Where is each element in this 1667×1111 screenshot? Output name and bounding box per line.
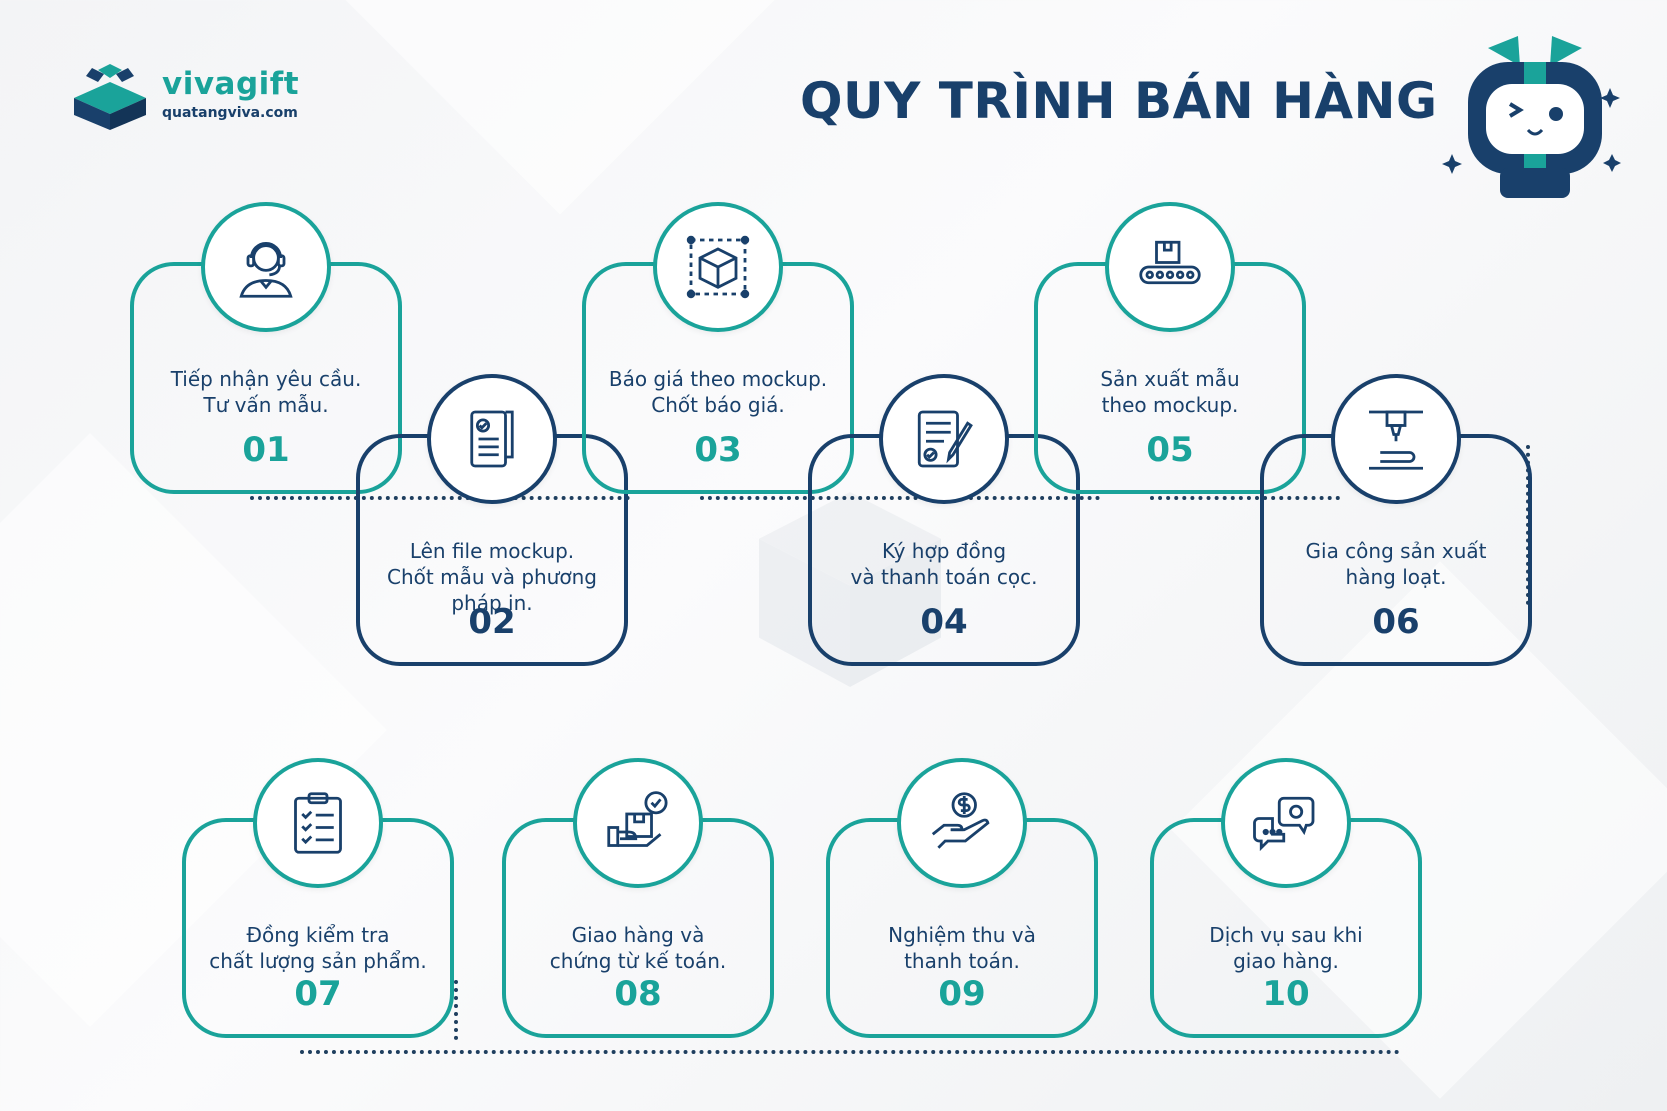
step-text: Tiếp nhận yêu cầu. Tư vấn mẫu. — [170, 367, 362, 417]
mascot-robot-icon — [1442, 36, 1621, 198]
step-number: 03 — [694, 430, 742, 470]
step-text: Giao hàng và chứng từ kế toán. — [549, 923, 727, 973]
clipboard-check-icon — [294, 792, 342, 854]
hand-coin-icon — [931, 792, 990, 849]
headset-agent-icon — [239, 242, 293, 298]
connector-dots — [300, 1050, 1400, 1054]
step-text: Dịch vụ sau khi giao hàng. — [1209, 923, 1363, 973]
step-text: Lên file mockup. Chốt mẫu và phương pháp… — [387, 539, 597, 615]
contract-sign-icon — [917, 410, 973, 468]
step-number: 01 — [242, 430, 290, 470]
3d-cube-icon — [686, 235, 750, 299]
page-title: QUY TRÌNH BÁN HÀNG — [800, 72, 1438, 130]
step-number: 04 — [920, 602, 968, 642]
step-number: 10 — [1262, 974, 1310, 1014]
step-icon-circle — [897, 758, 1027, 888]
brand-name: vivagift — [162, 66, 300, 102]
step-card-10[interactable]: Dịch vụ sau khi giao hàng. 10 — [1150, 758, 1422, 1038]
conveyor-belt-icon — [1139, 240, 1201, 285]
step-icon-circle — [573, 758, 703, 888]
connector-dots — [250, 496, 630, 500]
connector-dots — [1150, 496, 1340, 500]
brand-website: quatangviva.com — [162, 105, 298, 121]
step-icon-circle — [427, 374, 557, 504]
step-card-01[interactable]: Tiếp nhận yêu cầu. Tư vấn mẫu. 01 — [130, 202, 402, 494]
step-number: 05 — [1146, 430, 1194, 470]
step-card-04[interactable]: Ký hợp đồng và thanh toán cọc. 04 — [808, 374, 1080, 666]
support-chat-icon — [1253, 796, 1315, 852]
step-card-06[interactable]: Gia công sản xuất hàng loạt. 06 — [1260, 374, 1532, 666]
step-icon-circle — [653, 202, 783, 332]
step-text: Gia công sản xuất hàng loạt. — [1305, 539, 1487, 589]
gift-box-icon — [74, 64, 146, 130]
connector-dots — [454, 980, 458, 1040]
step-card-09[interactable]: Nghiệm thu và thanh toán. 09 — [826, 758, 1098, 1038]
step-icon-circle — [1331, 374, 1461, 504]
3d-printer-icon — [1369, 410, 1423, 470]
step-number: 08 — [614, 974, 662, 1014]
brand-logo[interactable]: vivagift quatangviva.com — [70, 60, 299, 130]
step-card-02[interactable]: Lên file mockup. Chốt mẫu và phương pháp… — [356, 374, 628, 666]
connector-dots — [700, 496, 1100, 500]
step-text: Nghiệm thu và thanh toán. — [888, 923, 1036, 973]
document-checklist-icon — [470, 410, 514, 468]
step-card-03[interactable]: Báo giá theo mockup. Chốt báo giá. 03 — [582, 202, 854, 494]
step-card-07[interactable]: Đồng kiểm tra chất lượng sản phẩm. 07 — [182, 758, 454, 1038]
step-number: 06 — [1372, 602, 1420, 642]
step-icon-circle — [1221, 758, 1351, 888]
step-card-05[interactable]: Sản xuất mẫu theo mockup. 05 — [1034, 202, 1306, 494]
step-text: Ký hợp đồng và thanh toán cọc. — [850, 539, 1038, 589]
delivery-check-icon — [607, 791, 668, 847]
step-text: Sản xuất mẫu theo mockup. — [1100, 367, 1240, 417]
step-icon-circle — [201, 202, 331, 332]
step-icon-circle — [1105, 202, 1235, 332]
step-card-08[interactable]: Giao hàng và chứng từ kế toán. 08 — [502, 758, 774, 1038]
step-number: 09 — [938, 974, 986, 1014]
step-number: 07 — [294, 974, 342, 1014]
step-number: 02 — [468, 602, 516, 642]
step-icon-circle — [879, 374, 1009, 504]
step-icon-circle — [253, 758, 383, 888]
background-shape — [305, 0, 815, 215]
step-text: Báo giá theo mockup. Chốt báo giá. — [608, 367, 828, 417]
step-text: Đồng kiểm tra chất lượng sản phẩm. — [209, 923, 427, 973]
